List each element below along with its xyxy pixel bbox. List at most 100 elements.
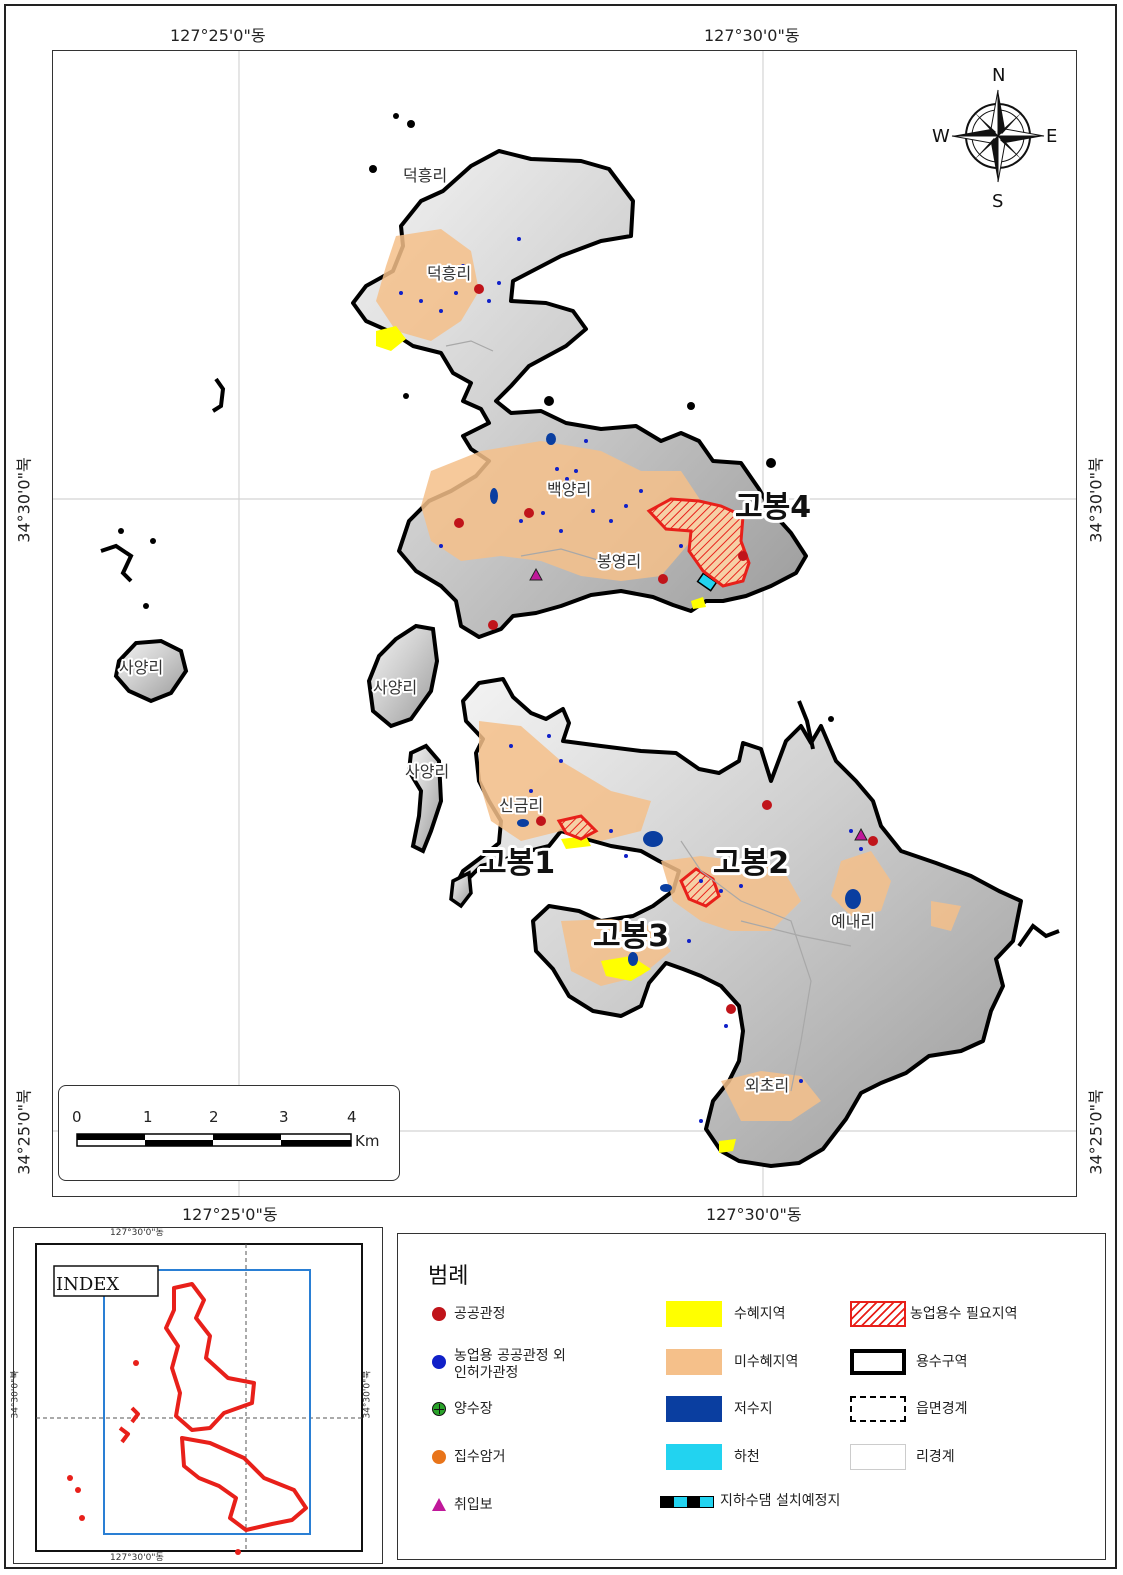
water-needed-zone-gobong2 [679,867,721,908]
index-title: INDEX [56,1274,120,1295]
index-map-graphic [35,1243,363,1555]
legend-title: 범례 [428,1264,469,1289]
legend-label: 리경계 [916,1449,955,1465]
lat-label-south-right: 34°25'0"북 [1086,1089,1106,1175]
islet [143,603,149,609]
township-boundary-swatch [850,1396,906,1422]
groundwater-dam-swatch [660,1496,714,1508]
compass-e-label: E [1046,126,1057,147]
public-well-marker[interactable] [488,620,498,630]
scale-tick-label: 0 [72,1108,82,1126]
legend-label: 양수장 [454,1401,493,1417]
zone-label-gobong4: 고봉4 [735,490,811,525]
islet [797,700,815,750]
other-well-icon [432,1355,446,1369]
zone-label-gobong1: 고봉1 [479,846,555,881]
islet [407,120,415,128]
lon-label-east-bottom: 127°30'0"동 [706,1205,802,1224]
public-well-marker[interactable] [726,1004,736,1014]
reservoirs [490,433,861,966]
compass-s-label: S [992,191,1003,212]
index-lon-bottom: 127°30'0"동 [110,1553,164,1563]
sayang-island-west [113,638,189,704]
well-points [399,237,878,1123]
scale-tick-label: 2 [209,1108,219,1126]
zone-label-gobong2: 고봉2 [713,846,789,881]
islet [211,377,226,413]
legend-label: 미수혜지역 [734,1354,799,1370]
place-label: 백양리 [547,480,591,499]
legend-label: 용수구역 [916,1354,968,1370]
intake-weir-marker[interactable] [529,567,543,581]
lon-label-west-bottom: 127°25'0"동 [182,1205,278,1224]
islet [1017,923,1060,948]
islet [544,396,554,406]
public-well-marker[interactable] [762,800,772,810]
index-extent-frame [103,1269,311,1535]
public-well-marker[interactable] [536,816,546,826]
north-arrow-icon: N S E W [932,65,1057,212]
index-lon-top: 127°30'0"동 [110,1228,164,1238]
place-label: 신금리 [499,796,543,815]
lon-label-east-top: 127°30'0"동 [704,26,800,45]
legend-label: 저수지 [734,1401,773,1417]
place-label: 사양리 [373,678,417,697]
water-needed-zone-gobong4 [646,497,751,588]
village-boundaries [445,340,852,1092]
islet [118,528,124,534]
legend-label: 인허가관정 [454,1365,519,1381]
scale-tick-label: 3 [279,1108,289,1126]
place-label: 예내리 [831,912,875,931]
lon-label-west-top: 127°25'0"동 [170,26,266,45]
islet [100,543,134,583]
public-well-icon [432,1307,446,1321]
place-label: 사양리 [119,658,163,677]
islet [403,393,409,399]
main-map[interactable]: 덕흥리 덕흥리 백양리 봉영리 사양리 사양리 사양리 신금리 예내리 외초리 … [52,50,1077,1197]
irrigated-areas [376,326,736,1153]
public-well-marker[interactable] [474,284,484,294]
scale-tick-label: 4 [347,1108,357,1126]
lat-label-north-left: 34°30'0"북 [14,457,34,543]
sayang-island-south [406,743,444,854]
legend-label: 하천 [734,1449,760,1465]
place-label: 덕흥리 [427,264,471,283]
public-well-marker[interactable] [658,574,668,584]
public-well-marker[interactable] [454,518,464,528]
islet [393,113,399,119]
legend-label: 수혜지역 [734,1306,786,1322]
lat-label-north-right: 34°30'0"북 [1086,457,1106,543]
place-label: 사양리 [405,762,449,781]
public-well-marker[interactable] [868,836,878,846]
legend-label: 읍면경계 [916,1401,968,1417]
index-island-outline [118,1282,308,1532]
legend: 범례 공공관정 농업용 공공관정 외 인허가관정 양수장 집수암거 취입보 수혜… [397,1233,1106,1560]
index-map: 127°30'0"동 127°30'0"동 34°30'0"북 34°30'0"… [11,1227,383,1564]
islet [687,402,695,410]
compass-w-label: W [932,126,950,147]
non-irrigated-swatch [666,1349,722,1375]
sayang-island-middle [366,623,440,729]
place-label: 덕흥리 [403,166,447,185]
public-well-marker[interactable] [738,551,748,561]
legend-label: 집수암거 [454,1449,506,1465]
islet [449,870,473,909]
legend-label: 농업용 공공관정 외 [454,1348,566,1364]
collection-culvert-icon [432,1450,446,1464]
scale-bar: 0 1 2 3 4 Km [58,1085,400,1181]
water-needed-swatch [850,1301,906,1327]
islet [369,165,377,173]
map-frame [4,4,1117,1569]
pump-station-icon [432,1402,446,1416]
place-label: 외초리 [745,1076,789,1095]
lat-label-south-left: 34°25'0"북 [14,1089,34,1175]
scale-unit: Km [355,1132,379,1150]
irrigated-swatch [666,1301,722,1327]
legend-label: 공공관정 [454,1306,506,1322]
legend-label: 지하수댐 설치예정지 [720,1493,841,1509]
scale-bar-graphic: 0 1 2 3 4 Km [72,1108,379,1150]
islet [150,538,156,544]
legend-label: 농업용수 필요지역 [910,1306,1018,1322]
public-well-marker[interactable] [524,508,534,518]
intake-weir-marker[interactable] [854,827,868,841]
